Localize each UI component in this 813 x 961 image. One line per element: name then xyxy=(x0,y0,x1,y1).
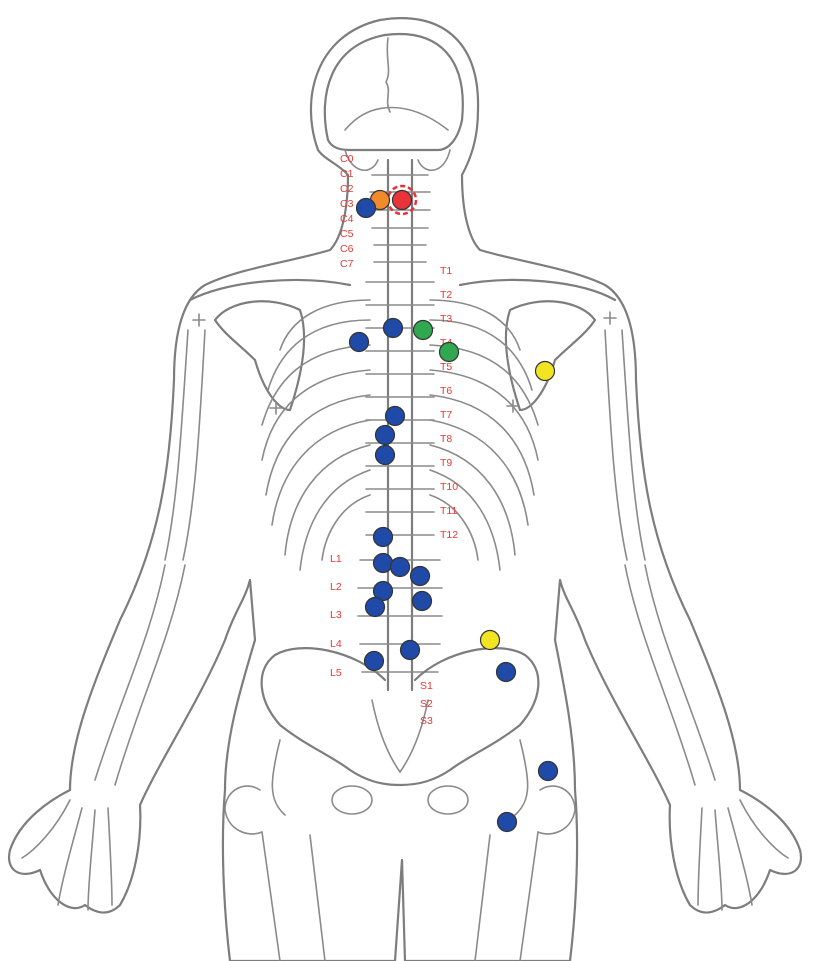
leg-bones xyxy=(224,785,576,961)
marker-red xyxy=(391,189,413,211)
marker-blue xyxy=(372,526,394,548)
label-t6: T6 xyxy=(440,385,452,397)
marker-blue xyxy=(374,444,396,466)
label-t3: T3 xyxy=(440,313,452,325)
marker-blue xyxy=(364,596,386,618)
label-c6: C6 xyxy=(340,243,354,255)
marker-blue xyxy=(389,556,411,578)
marker-blue xyxy=(355,197,377,219)
marker-blue xyxy=(348,331,370,353)
marker-blue xyxy=(399,639,421,661)
label-c5: C5 xyxy=(340,228,354,240)
marker-blue xyxy=(374,424,396,446)
marker-blue xyxy=(384,405,406,427)
label-l1: L1 xyxy=(330,553,342,565)
pelvis xyxy=(260,647,540,816)
label-s3: S3 xyxy=(420,715,433,727)
label-l2: L2 xyxy=(330,581,342,593)
label-t7: T7 xyxy=(440,409,452,421)
arm-bones xyxy=(21,329,789,911)
label-l5: L5 xyxy=(330,667,342,679)
body-outline xyxy=(7,17,803,961)
marker-blue xyxy=(372,580,394,602)
skull xyxy=(323,32,464,171)
label-t10: T10 xyxy=(440,481,458,493)
marker-blue xyxy=(409,565,431,587)
marker-blue xyxy=(411,590,433,612)
marker-layer xyxy=(348,184,559,833)
label-t2: T2 xyxy=(440,289,452,301)
marker-blue xyxy=(496,811,518,833)
label-t5: T5 xyxy=(440,361,452,373)
marker-green xyxy=(438,341,460,363)
label-c1: C1 xyxy=(340,168,354,180)
marker-yellow xyxy=(479,629,501,651)
label-t1: T1 xyxy=(440,265,452,277)
label-c0: C0 xyxy=(340,153,354,165)
shoulders-and-ribcage xyxy=(188,278,617,571)
marker-blue xyxy=(363,650,385,672)
marker-blue xyxy=(382,317,404,339)
marker-green xyxy=(412,319,434,341)
label-c2: C2 xyxy=(340,183,354,195)
marker-blue xyxy=(372,552,394,574)
label-c4: C4 xyxy=(340,213,354,225)
label-s1: S1 xyxy=(420,680,433,692)
label-t12: T12 xyxy=(440,529,458,541)
label-t8: T8 xyxy=(440,433,452,445)
label-c3: C3 xyxy=(340,198,354,210)
marker-blue xyxy=(495,661,517,683)
label-l4: L4 xyxy=(330,638,342,650)
vertebra-labels: C0 C1 C2 C3 C4 C5 C6 C7 T1 T2 T3 T4 T5 T… xyxy=(330,153,458,727)
marker-yellow xyxy=(534,360,556,382)
label-t9: T9 xyxy=(440,457,452,469)
label-t11: T11 xyxy=(440,505,457,517)
marker-blue xyxy=(537,760,559,782)
label-s2: S2 xyxy=(420,698,433,710)
label-l3: L3 xyxy=(330,609,342,621)
label-c7: C7 xyxy=(340,258,354,270)
